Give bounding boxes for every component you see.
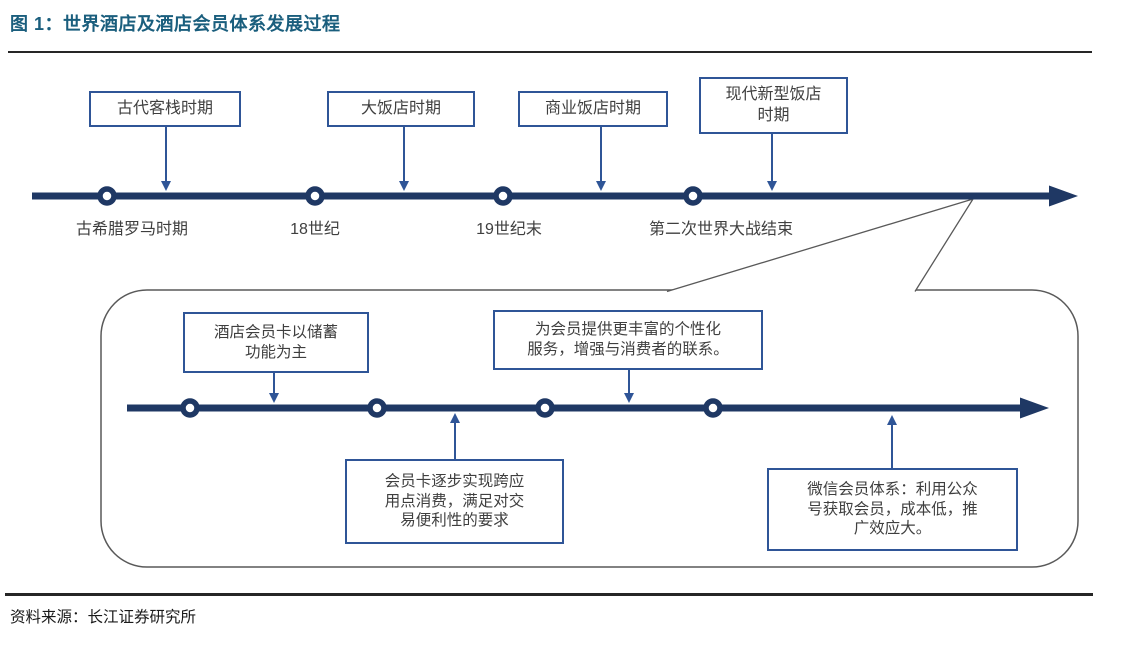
figure-title: 图 1：世界酒店及酒店会员体系发展过程 [10,14,341,34]
timeline-node [180,398,200,418]
connector-arrowhead-icon [887,415,897,425]
callout-bubble [100,289,1079,568]
member-box-personalized-service: 为会员提供更丰富的个性化 服务，增强与消费者的联系。 [493,310,763,370]
member-box-card-savings: 酒店会员卡以储蓄 功能为主 [183,312,369,373]
timeline-node [367,398,387,418]
stage-box-ancient-inn: 古代客栈时期 [89,91,241,127]
timeline-node [683,186,703,206]
connector-arrowhead-icon [596,181,606,191]
callout-tail [666,197,975,293]
title-divider [8,51,1092,53]
timeline-node [493,186,513,206]
timeline-node [535,398,555,418]
connector-arrowhead-icon [767,181,777,191]
connector-arrowhead-icon [450,413,460,423]
timeline-node [97,186,117,206]
connector-arrowhead-icon [269,393,279,403]
era-label-late-19th-century: 19世纪末 [476,221,542,238]
member-box-wechat: 微信会员体系：利用公众 号获取会员，成本低，推 广效应大。 [767,468,1018,551]
connector-arrowhead-icon [624,393,634,403]
connector-arrowhead-icon [399,181,409,191]
member-timeline-arrowhead-icon [1020,397,1049,419]
member-box-cross-application: 会员卡逐步实现跨应 用点消费，满足对交 易便利性的要求 [345,459,564,544]
timeline-node [305,186,325,206]
era-label-18th-century: 18世纪 [290,221,340,238]
era-label-greek-roman: 古希腊罗马时期 [75,221,189,238]
stage-box-grand-hotel: 大饭店时期 [327,91,475,127]
stage-box-commercial-hotel: 商业饭店时期 [518,91,668,127]
era-label-post-ww2: 第二次世界大战结束 [648,221,794,238]
timeline-node [703,398,723,418]
footer-divider [5,593,1093,596]
stage-box-modern-hotel: 现代新型饭店 时期 [699,77,848,134]
top-timeline-arrowhead-icon [1049,185,1078,207]
figure-source: 资料来源：长江证券研究所 [10,609,197,626]
connector-arrowhead-icon [161,181,171,191]
